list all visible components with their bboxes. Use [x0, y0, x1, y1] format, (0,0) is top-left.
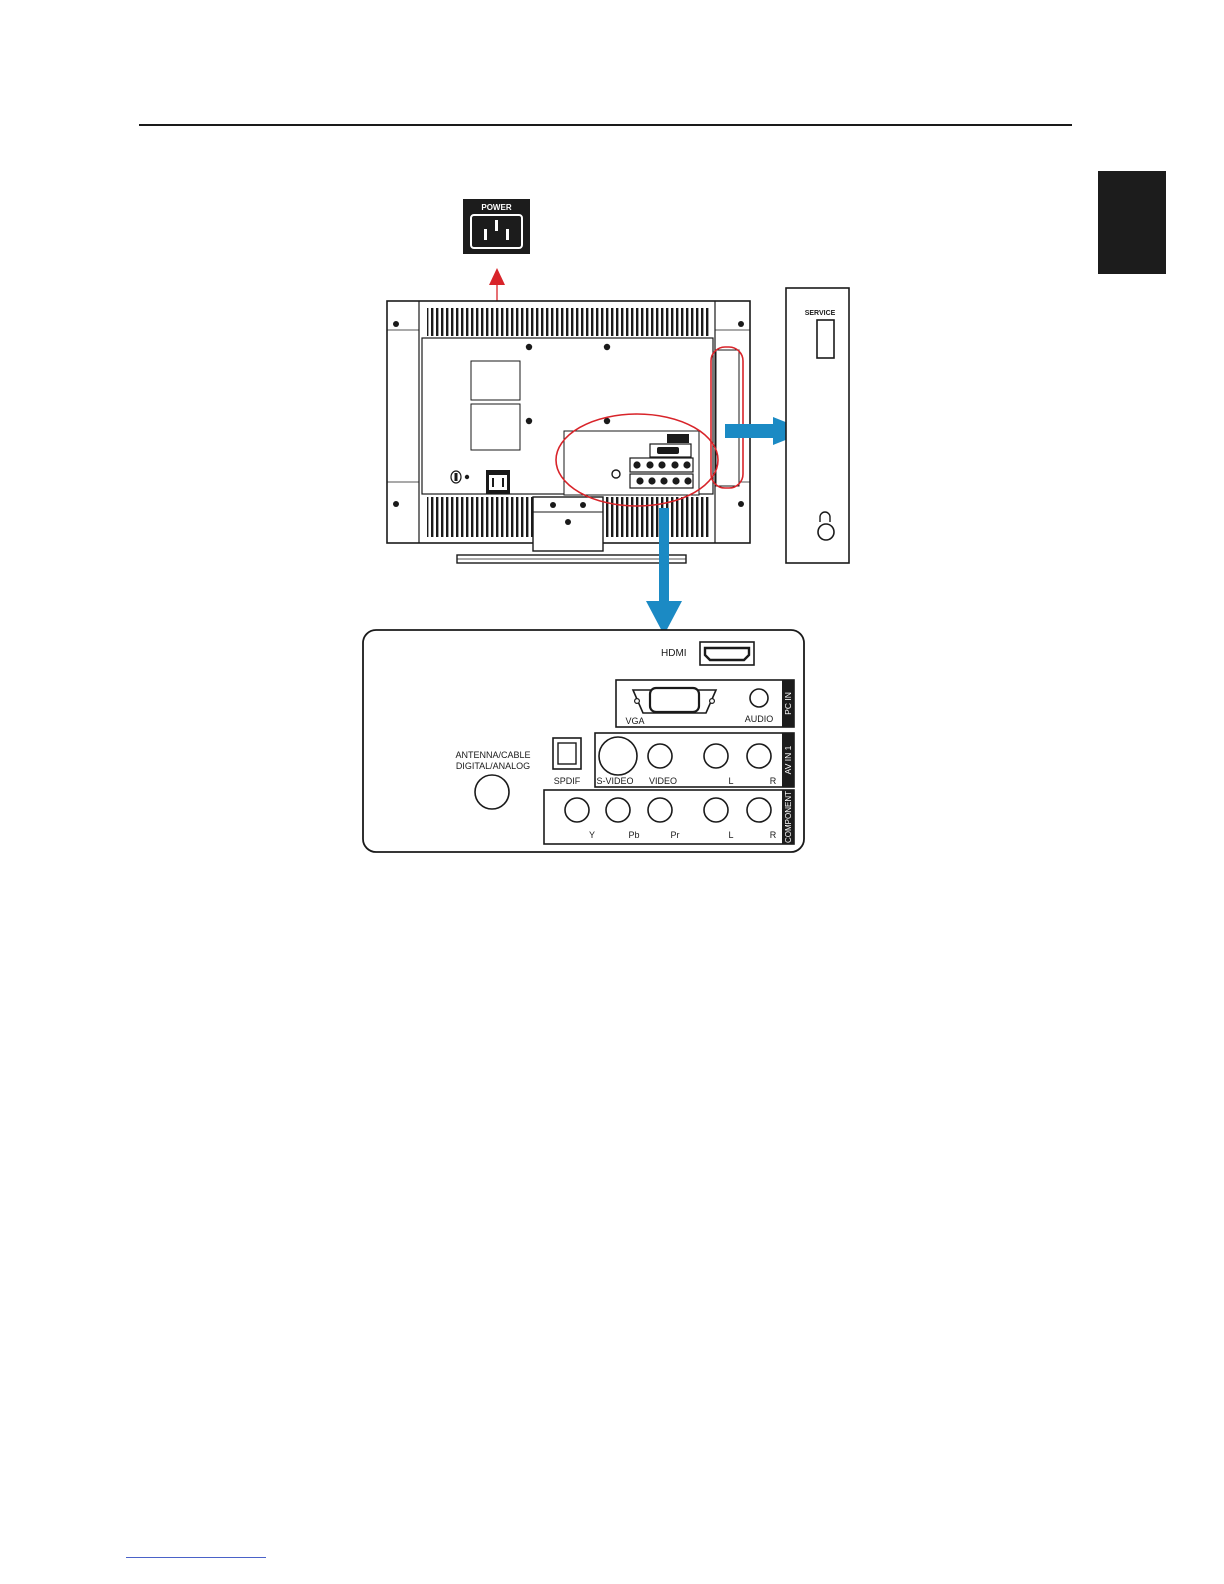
hdmi-label: HDMI: [661, 648, 687, 659]
component-pr-label: Pr: [671, 830, 680, 840]
antenna-label-line1: ANTENNA/CABLE: [455, 750, 530, 760]
vga-port: [633, 688, 716, 713]
power-inset: POWER: [463, 199, 530, 254]
component-right-label: R: [770, 830, 777, 840]
component-pb-jack: [606, 798, 630, 822]
video-jack: [648, 744, 672, 768]
headphone-jack: [818, 524, 834, 540]
s-video-label: S-VIDEO: [596, 776, 633, 786]
connector-panel: HDMI PC IN VGA AUDIO: [363, 630, 804, 852]
spdif-label: SPDIF: [554, 776, 581, 786]
av-in-group: AV IN 1 S-VIDEO VIDEO L R: [595, 733, 794, 787]
tv-rear-view: [387, 301, 750, 563]
vga-label: VGA: [625, 716, 644, 726]
component-pb-label: Pb: [628, 830, 639, 840]
component-left-label: L: [728, 830, 733, 840]
antenna-jack: [475, 775, 509, 809]
component-label: COMPONENT: [784, 791, 793, 843]
power-socket-icon: [471, 215, 522, 248]
component-pr-jack: [648, 798, 672, 822]
component-group: COMPONENT Y Pb Pr L R: [544, 790, 794, 844]
spdif-port: [553, 738, 581, 769]
av-audio-right-jack: [747, 744, 771, 768]
pc-audio-label: AUDIO: [745, 714, 774, 724]
power-label: POWER: [481, 203, 511, 212]
antenna-label-line2: DIGITAL/ANALOG: [456, 761, 530, 771]
component-audio-right-jack: [747, 798, 771, 822]
video-label: VIDEO: [649, 776, 677, 786]
component-y-label: Y: [589, 830, 595, 840]
service-inset: SERVICE: [786, 288, 849, 563]
pc-audio-jack: [750, 689, 768, 707]
av-audio-left-jack: [704, 744, 728, 768]
av-left-label: L: [728, 776, 733, 786]
hdmi-port: [700, 642, 754, 665]
s-video-jack: [599, 737, 637, 775]
av-right-label: R: [770, 776, 777, 786]
footer-line: [126, 1557, 266, 1558]
service-label: SERVICE: [805, 310, 836, 317]
component-audio-left-jack: [704, 798, 728, 822]
pc-in-label: PC IN: [783, 692, 793, 715]
service-port: [817, 320, 834, 358]
av-in-label: AV IN 1: [783, 745, 793, 774]
component-y-jack: [565, 798, 589, 822]
pc-in-group: PC IN VGA AUDIO: [616, 680, 794, 727]
